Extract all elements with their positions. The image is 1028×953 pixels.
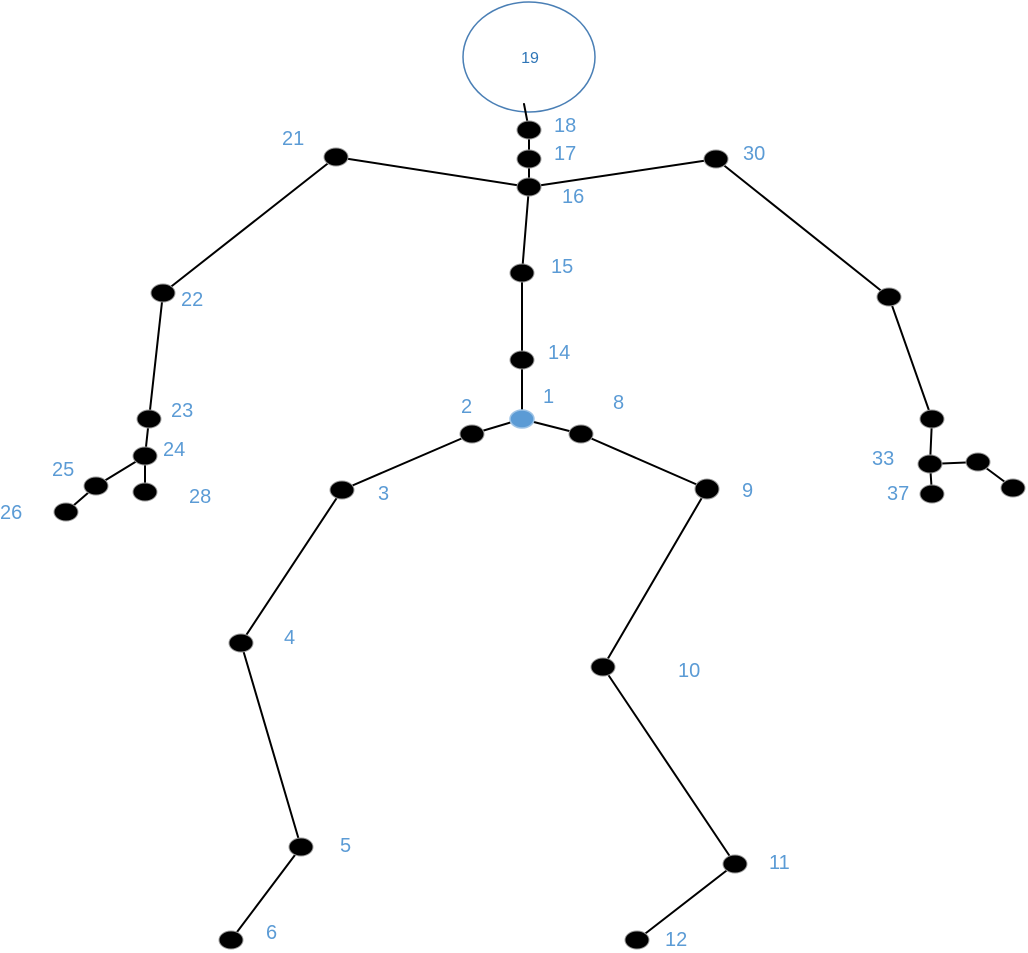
joint-22 <box>150 283 176 303</box>
label-18: 18 <box>554 115 576 137</box>
joint-right-hand <box>965 452 991 472</box>
bone-left-forearm <box>148 292 164 420</box>
joint-12 <box>624 930 650 950</box>
label-2: 2 <box>461 396 472 418</box>
bone-left-upper-arm <box>162 156 337 294</box>
label-22: 22 <box>181 289 203 311</box>
label-28: 28 <box>189 486 211 508</box>
joint-8 <box>568 424 594 444</box>
joint-14 <box>509 350 535 370</box>
label-5: 5 <box>340 835 351 857</box>
joint-6 <box>218 930 244 950</box>
joint-right-wrist <box>919 409 945 429</box>
joint-16 <box>516 177 542 197</box>
joint-1 <box>509 409 535 429</box>
joint-right-hand-tip <box>1000 478 1026 498</box>
label-8: 8 <box>613 392 624 414</box>
label-16: 16 <box>562 186 584 208</box>
bones <box>65 103 1014 941</box>
joint-17 <box>516 149 542 169</box>
label-3: 3 <box>378 483 389 505</box>
bone-right-forearm <box>888 296 933 420</box>
bone-right-shin <box>602 666 736 865</box>
label-1: 1 <box>543 386 554 408</box>
joint-21 <box>323 147 349 167</box>
label-37: 37 <box>887 483 909 505</box>
joint-3 <box>329 480 355 500</box>
joint-5 <box>288 837 314 857</box>
label-25: 25 <box>52 459 74 481</box>
label-14: 14 <box>548 342 570 364</box>
bone-left-shoulder <box>335 156 530 188</box>
bone-left-foot <box>230 846 302 941</box>
label-11: 11 <box>769 852 790 874</box>
bone-right-upper-arm <box>715 158 890 298</box>
label-12: 12 <box>665 929 687 951</box>
joint-11 <box>722 854 748 874</box>
joint-2 <box>459 424 485 444</box>
label-17: 17 <box>554 143 576 165</box>
joint-28 <box>132 482 158 502</box>
label-33: 33 <box>872 448 894 470</box>
joint-37 <box>919 484 945 504</box>
joint-9 <box>694 478 720 500</box>
bone-right-thigh <box>602 488 708 668</box>
label-21: 21 <box>282 128 304 150</box>
bone-left-shin <box>240 642 302 848</box>
label-6: 6 <box>266 922 277 944</box>
label-9: 9 <box>742 480 753 502</box>
label-15: 15 <box>551 256 573 278</box>
bone-spine-upper <box>521 186 530 274</box>
label-26: 26 <box>0 502 22 524</box>
joint-18 <box>516 120 542 140</box>
bone-left-pelvis <box>341 433 473 491</box>
label-23: 23 <box>171 400 193 422</box>
label-4: 4 <box>284 627 295 649</box>
joint-labels: 18 17 16 21 30 15 14 1 2 8 3 9 4 10 5 11… <box>0 115 909 951</box>
joint-right-elbow <box>876 287 902 307</box>
bone-right-pelvis <box>580 433 708 490</box>
head-label: 19 <box>521 50 539 67</box>
joint-26 <box>53 502 79 522</box>
joint-4 <box>228 633 254 653</box>
joint-23 <box>136 409 162 429</box>
bone-right-shoulder <box>528 158 717 188</box>
joint-25 <box>83 476 109 496</box>
joint-10 <box>590 657 616 677</box>
bone-left-thigh <box>240 489 343 644</box>
head-circle <box>462 1 596 113</box>
bone-right-foot <box>636 863 736 941</box>
joint-24 <box>132 446 158 466</box>
label-24: 24 <box>163 439 185 461</box>
joint-15 <box>509 263 535 283</box>
joint-30 <box>703 149 729 169</box>
joints <box>53 120 1026 950</box>
label-30: 30 <box>743 143 765 165</box>
label-10: 10 <box>678 660 700 682</box>
joint-33 <box>917 454 943 474</box>
